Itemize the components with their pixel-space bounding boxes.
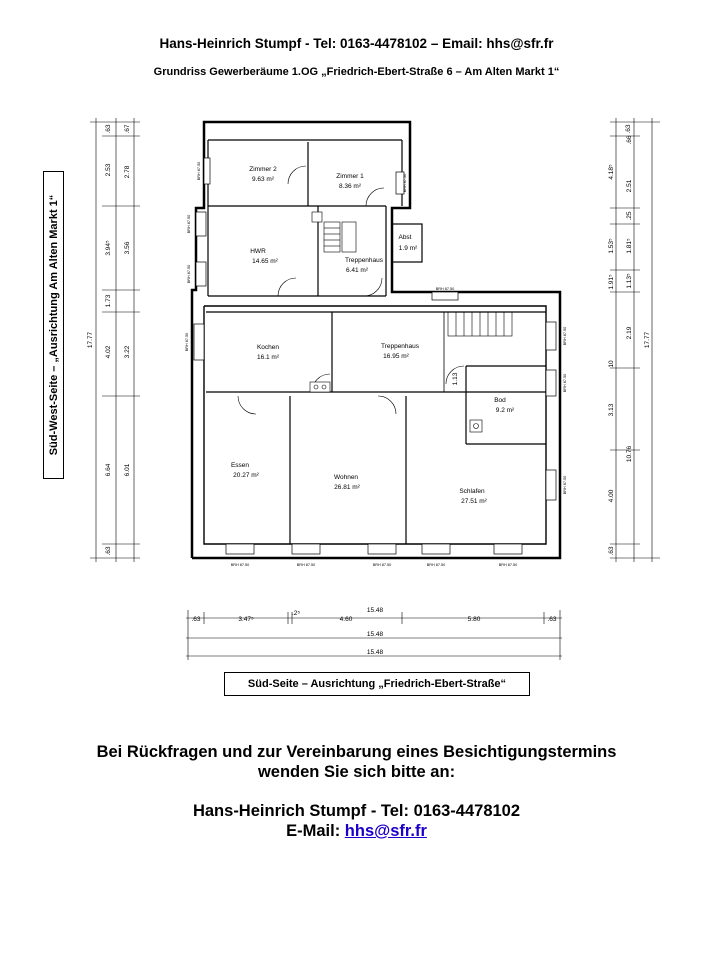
brh-label: BRH 87.50 bbox=[187, 215, 191, 234]
room-kochen-area: 16.1 m² bbox=[257, 354, 280, 361]
room-essen-area: 20.27 m² bbox=[233, 472, 259, 479]
dim-left-outer-1: 2.53 bbox=[105, 163, 112, 176]
dim-left-outer-2: 3.94⁵ bbox=[105, 240, 112, 256]
brh-label: BRH 87.50 bbox=[231, 563, 250, 567]
brh-label: BRH 87.50 bbox=[187, 265, 191, 284]
dim-bottom-total-0: 15.48 bbox=[367, 607, 384, 614]
brh-label: BRH 87.50 bbox=[185, 333, 189, 352]
dim-left-outer-5: 6.64 bbox=[105, 463, 112, 476]
dim-right-outer-1: 4.18⁵ bbox=[608, 164, 615, 180]
room-kochen-name: Kochen bbox=[257, 344, 279, 351]
room-treppenhaus-upper-area: 6.41 m² bbox=[346, 267, 369, 274]
footer-email-label: E-Mail: bbox=[286, 822, 345, 840]
room-bod-area: 9.2 m² bbox=[496, 407, 515, 414]
brh-label: BRH 87.50 bbox=[297, 563, 316, 567]
dim-right-outer-7: .63 bbox=[608, 546, 615, 555]
room-treppenhaus-lower-area: 16.95 m² bbox=[383, 353, 409, 360]
dim-right-inner-4: 1.13⁵ bbox=[626, 273, 633, 289]
footer-email-line: E-Mail: hhs@sfr.fr bbox=[0, 822, 713, 841]
dim-right-outer-3: 1.91⁵ bbox=[608, 274, 615, 290]
room-zimmer1-area: 8.36 m² bbox=[339, 183, 362, 190]
room-treppenhaus-upper-name: Treppenhaus bbox=[345, 257, 384, 264]
brh-label: BRH 87.50 bbox=[563, 476, 567, 495]
room-wohnen-name: Wohnen bbox=[334, 474, 358, 481]
room-treppenhaus-lower-name: Treppenhaus bbox=[381, 343, 420, 350]
dim-right-outer-0: .63 bbox=[625, 124, 632, 133]
brh-label: BRH 87.50 bbox=[373, 563, 392, 567]
dim-right-inner-5: 2.19 bbox=[626, 326, 633, 339]
room-zimmer1-name: Zimmer 1 bbox=[336, 173, 364, 180]
dim-left-inner-3: 3.22 bbox=[124, 345, 131, 358]
dim-left-outer-3: 1.73 bbox=[105, 294, 112, 307]
south-orientation-label: Süd-Seite – Ausrichtung „Friedrich-Ebert… bbox=[224, 672, 530, 696]
dim-bottom-row1-3: 4.60 bbox=[340, 616, 353, 623]
dim-bottom-row1-1: 3.47⁵ bbox=[238, 616, 254, 623]
dim-right-inner-3: 1.81⁵ bbox=[626, 238, 633, 254]
dim-right-outer-2: 1.53⁵ bbox=[608, 238, 615, 254]
dim-bottom-row1-5: .63 bbox=[547, 616, 556, 623]
brh-label: BRH 87.50 bbox=[436, 287, 455, 291]
west-orientation-label: Süd-West-Seite – „Ausrichtung Am Alten M… bbox=[43, 171, 64, 479]
dim-right-inner-0: .66 bbox=[626, 135, 633, 144]
dim-right-inner-2: .25 bbox=[626, 211, 633, 220]
footer-contact-name: Hans-Heinrich Stumpf - Tel: 0163-4478102 bbox=[192, 802, 521, 820]
dim-bottom-row1-4: 5.80 bbox=[468, 616, 481, 623]
dim-left-outer-4: 4.02 bbox=[105, 345, 112, 358]
dim-left-outer-6: .63 bbox=[105, 546, 112, 555]
room-schlafen-area: 27.51 m² bbox=[461, 498, 487, 505]
footer-inquiry-line2: wenden Sie sich bitte an: bbox=[257, 763, 456, 781]
room-bod-name: Bod bbox=[494, 397, 506, 404]
room-zimmer2-area: 9.63 m² bbox=[252, 176, 275, 183]
brh-label: BRH 87.50 bbox=[499, 563, 518, 567]
brh-label: BRH 87.50 bbox=[563, 327, 567, 346]
west-orientation-text: Süd-West-Seite – „Ausrichtung Am Alten M… bbox=[47, 194, 60, 456]
dim-left-total: 17.77 bbox=[87, 331, 94, 348]
dim-bottom-row1-0: .63 bbox=[191, 616, 200, 623]
dim-right-inner-1: 2.51 bbox=[626, 179, 633, 192]
header-plan-title: Grundriss Gewerberäume 1.OG „Friedrich-E… bbox=[153, 66, 560, 78]
brh-label: BRH 87.50 bbox=[197, 162, 201, 181]
dim-left-inner-2: 3.56 bbox=[124, 241, 131, 254]
footer-email-link[interactable]: hhs@sfr.fr bbox=[344, 822, 427, 840]
brh-label: BRH 87.50 bbox=[427, 563, 446, 567]
dim-inner-bod: 1.13 bbox=[452, 372, 459, 385]
dim-bottom-row1-2: .2⁵ bbox=[292, 610, 300, 617]
dim-right-outer-5: 3.13 bbox=[608, 403, 615, 416]
dim-left-inner-4: 6.01 bbox=[124, 463, 131, 476]
footer-inquiry-line: Bei Rückfragen und zur Vereinbarung eine… bbox=[96, 743, 617, 761]
dim-left-outer-0: .63 bbox=[105, 124, 112, 133]
room-schlafen-name: Schlafen bbox=[459, 488, 485, 495]
dim-left-inner-0: .67 bbox=[124, 124, 131, 133]
brh-label: BRH 87.50 bbox=[403, 174, 407, 193]
dim-right-outer-4: 10 bbox=[608, 360, 615, 368]
room-zimmer2-name: Zimmer 2 bbox=[249, 166, 277, 173]
room-wohnen-area: 26.81 m² bbox=[334, 484, 360, 491]
dim-right-inner-6: 10.76 bbox=[626, 445, 633, 462]
header-contact-line: Hans-Heinrich Stumpf - Tel: 0163-4478102… bbox=[159, 36, 554, 51]
room-hwr-area: 14.65 m² bbox=[252, 258, 278, 265]
dim-right-total: 17.77 bbox=[644, 331, 651, 348]
room-abst-name: Abst bbox=[398, 234, 411, 241]
dim-bottom-total-2: 15.48 bbox=[367, 649, 384, 656]
room-abst-area: 1.9 m² bbox=[399, 245, 418, 252]
dim-left-inner-1: 2.78 bbox=[124, 165, 131, 178]
brh-label: BRH 87.50 bbox=[563, 374, 567, 393]
room-essen-name: Essen bbox=[231, 462, 249, 469]
dim-right-outer-6: 4.00 bbox=[608, 489, 615, 502]
dim-bottom-total-1: 15.48 bbox=[367, 631, 384, 638]
room-hwr-name: HWR bbox=[250, 248, 266, 255]
